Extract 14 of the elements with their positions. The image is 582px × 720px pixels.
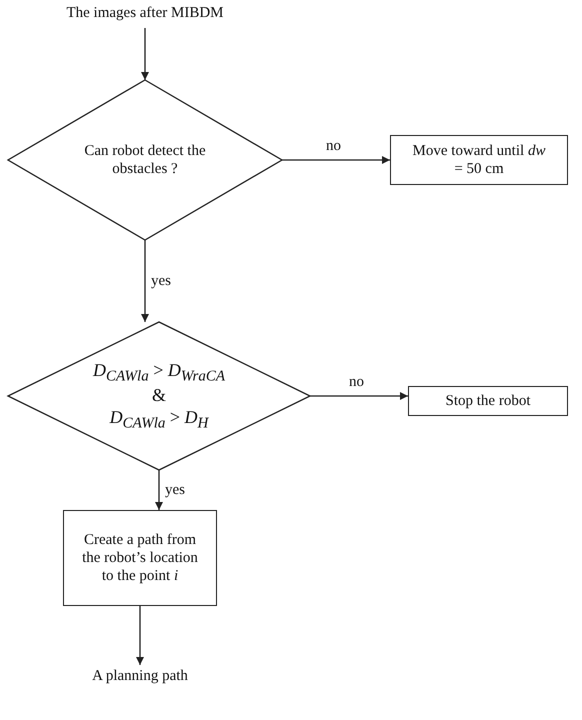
node-text: D$_{CAWla}$ > D$_{WraCA}$: [92, 360, 226, 386]
process-box: [390, 135, 568, 185]
process-box: [63, 510, 217, 606]
node-text: Create a path from the robot’s location to the point i: [82, 531, 198, 585]
node-text: Stop the robot: [446, 392, 530, 410]
decision-diamond: [8, 322, 310, 470]
node-text: The images after MIBDM: [66, 4, 224, 22]
node-text: A planning path: [92, 667, 188, 685]
node-text: D$_{CAWla}$ > D$_{H}$: [110, 406, 208, 432]
node-text: Move toward until dw = 50 cm: [412, 142, 546, 178]
node-text: &: [152, 385, 166, 407]
node-text: Can robot detect the obstacles ?: [83, 142, 207, 178]
decision-diamond: [8, 80, 282, 240]
process-box: [408, 386, 568, 416]
